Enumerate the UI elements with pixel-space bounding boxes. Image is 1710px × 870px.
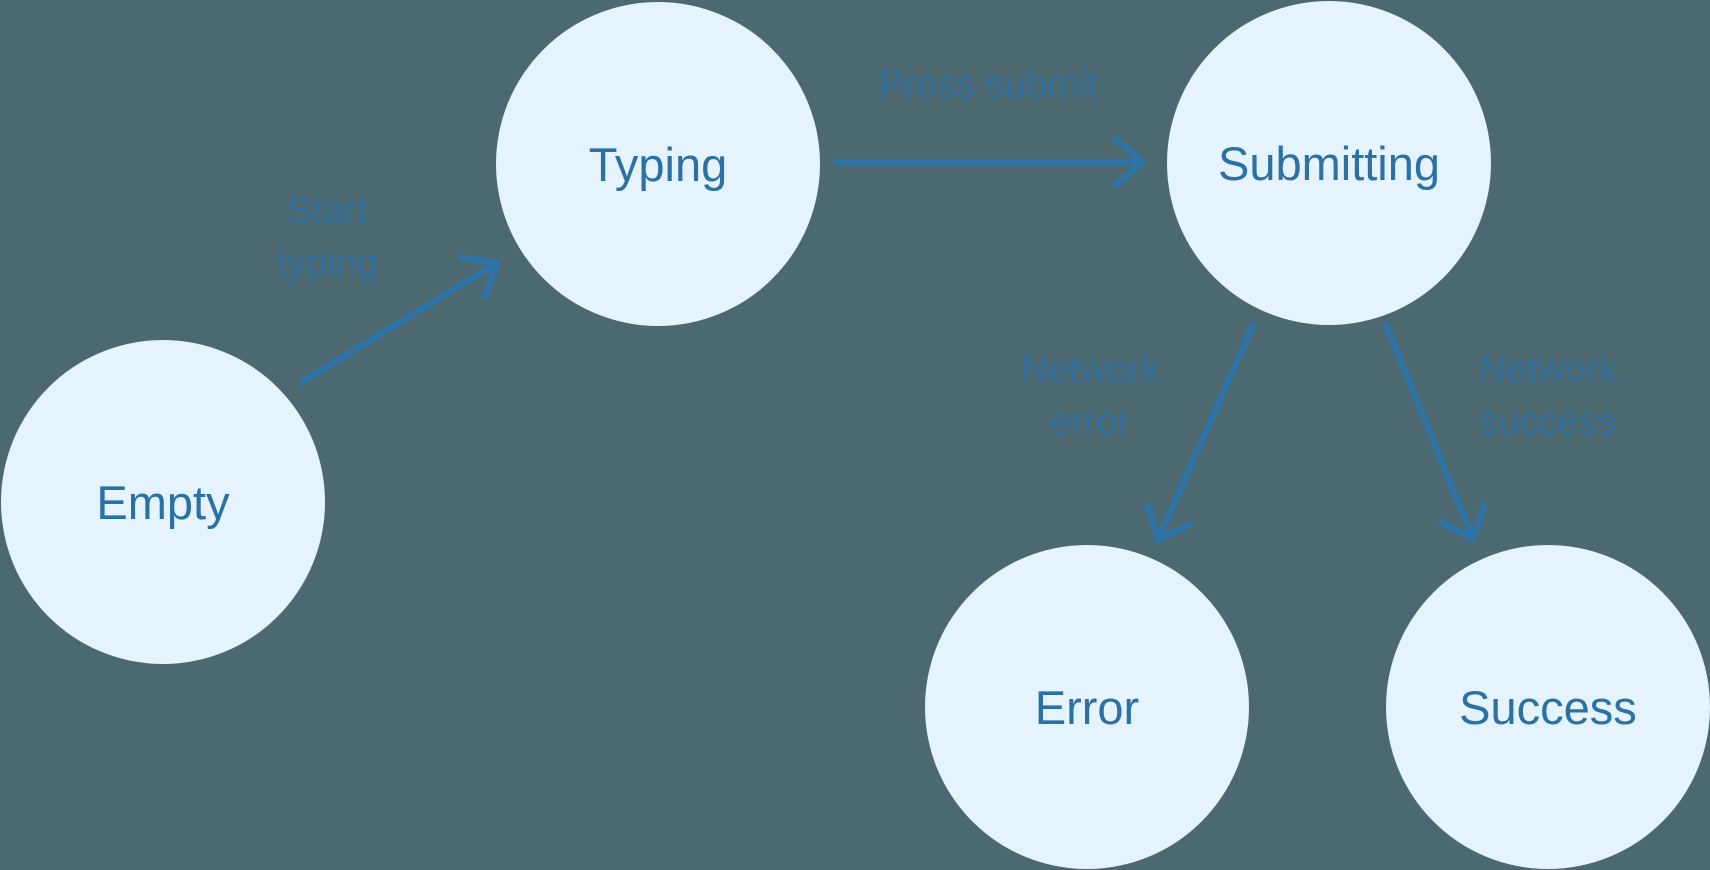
edge-label-start-typing: Start typing xyxy=(276,185,377,289)
edge-label-line: Press submit xyxy=(878,64,1098,106)
arrow-network-error xyxy=(1144,321,1257,544)
arrow-network-success xyxy=(1382,321,1488,543)
state-node-label: Success xyxy=(1459,680,1637,734)
state-node-label: Empty xyxy=(96,475,230,529)
arrowhead-icon xyxy=(1144,502,1194,544)
edge-label-line: error xyxy=(1049,401,1131,443)
edge-label-press-submit: Press submit xyxy=(878,59,1098,111)
arrow-press-submit xyxy=(833,135,1147,189)
state-node-submitting: Submitting xyxy=(1167,1,1491,325)
edge-label-network-success: Network success xyxy=(1478,344,1617,448)
arrowhead-icon xyxy=(1437,501,1488,543)
state-node-error: Error xyxy=(925,545,1249,869)
arrow-shaft xyxy=(1157,321,1257,536)
edge-label-line: Start xyxy=(286,190,368,232)
edge-label-line: Network xyxy=(1478,349,1618,391)
arrowhead-icon xyxy=(458,254,501,301)
edge-label-line: typing xyxy=(276,242,378,284)
state-node-success: Success xyxy=(1386,545,1710,869)
arrowhead-icon xyxy=(1112,135,1147,189)
edge-label-line: Network xyxy=(1020,349,1160,391)
state-node-label: Submitting xyxy=(1217,136,1441,190)
edge-label-line: success xyxy=(1479,401,1617,443)
state-node-label: Typing xyxy=(588,137,728,191)
state-node-label: Error xyxy=(1034,680,1140,734)
state-node-empty: Empty xyxy=(1,340,325,664)
edge-label-network-error: Network error xyxy=(1020,344,1159,448)
arrow-shaft xyxy=(1382,321,1474,535)
state-node-typing: Typing xyxy=(496,2,820,326)
